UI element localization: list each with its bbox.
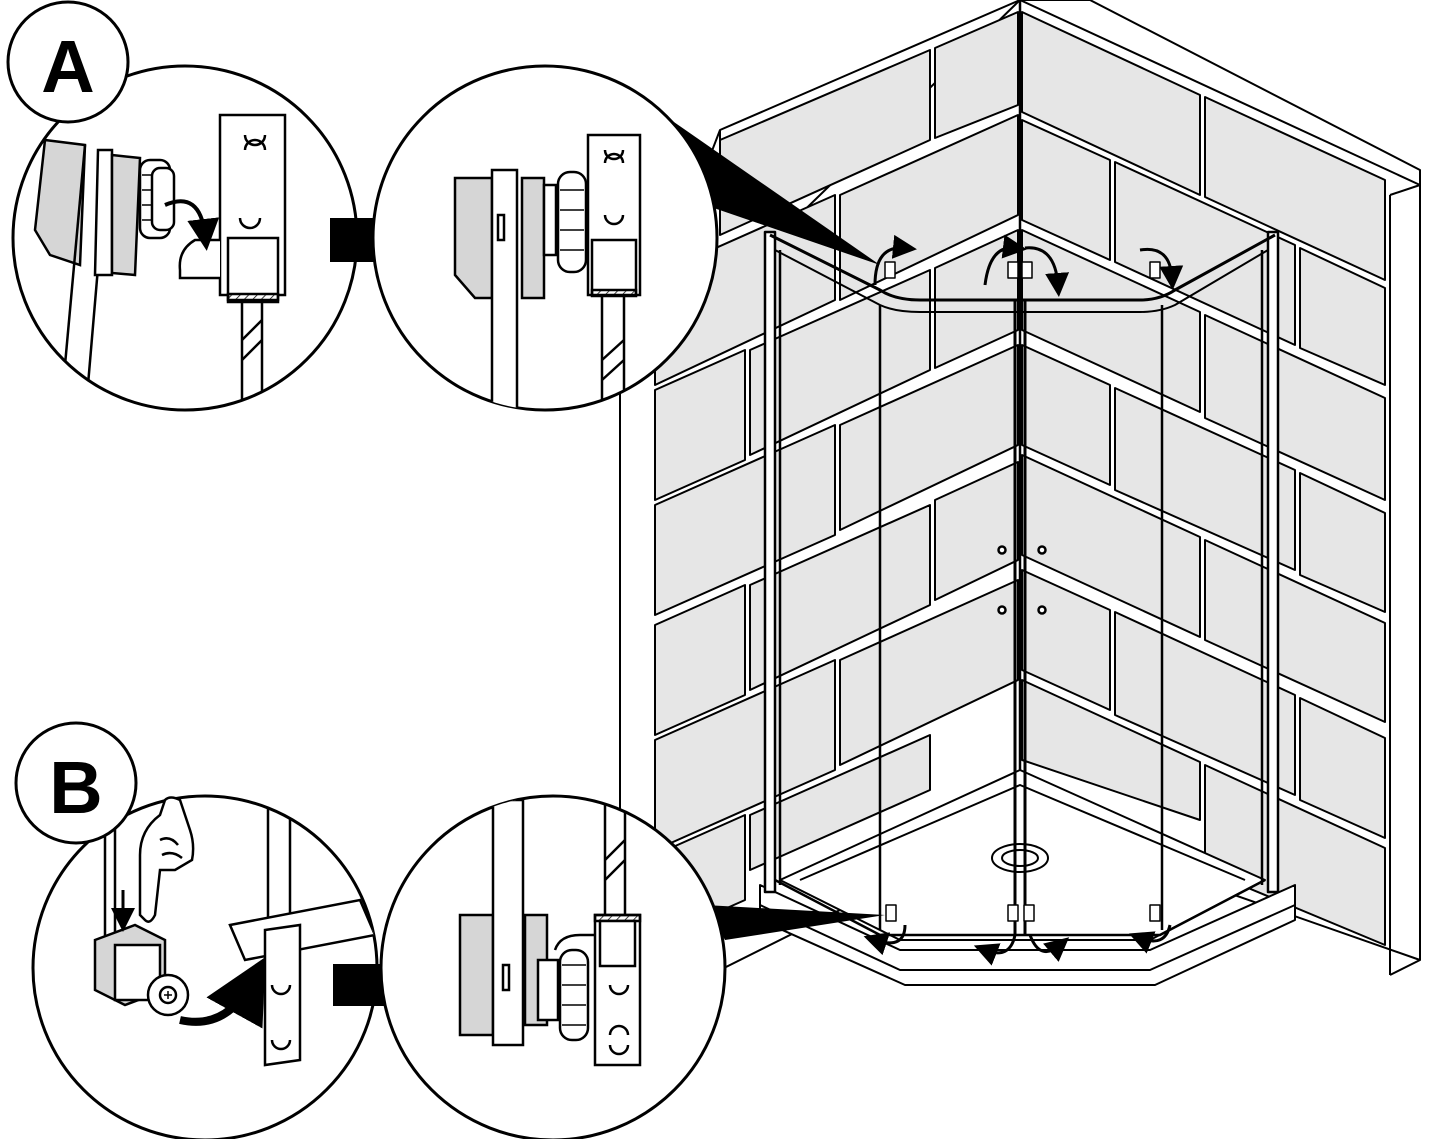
pointing-hand-icon	[138, 796, 195, 923]
step-b-label: B	[49, 746, 102, 829]
step-b-detail-after	[379, 794, 727, 1139]
curved-arrow-icon	[164, 199, 220, 251]
callout-pointer-bottom	[705, 905, 885, 940]
handle-knob	[997, 545, 1007, 555]
curved-arrow-icon	[179, 957, 266, 1029]
step-a-badge: A	[6, 0, 130, 124]
step-a-label: A	[41, 25, 94, 108]
glass-frame	[763, 230, 1280, 937]
step-b-badge: B	[14, 721, 138, 845]
step-a-detail-before	[11, 64, 359, 412]
handle-knob	[1037, 605, 1047, 615]
right-wall-tiles	[1021, 11, 1386, 946]
step-b-detail-before	[31, 794, 379, 1139]
left-wall-tiles	[654, 11, 1019, 941]
drain	[991, 843, 1049, 873]
bottom-roller-arrows	[863, 924, 1172, 966]
step-a: A	[6, 0, 719, 412]
step-a-detail-after	[371, 64, 719, 412]
handle-knob	[997, 605, 1007, 615]
shower-enclosure	[619, 0, 1421, 1011]
bottom-rollers	[885, 904, 1161, 922]
handle-knob	[1037, 545, 1047, 555]
step-b: B	[14, 721, 727, 1139]
top-roller-arrows	[873, 234, 1184, 297]
callout-pointer-top	[635, 95, 880, 265]
